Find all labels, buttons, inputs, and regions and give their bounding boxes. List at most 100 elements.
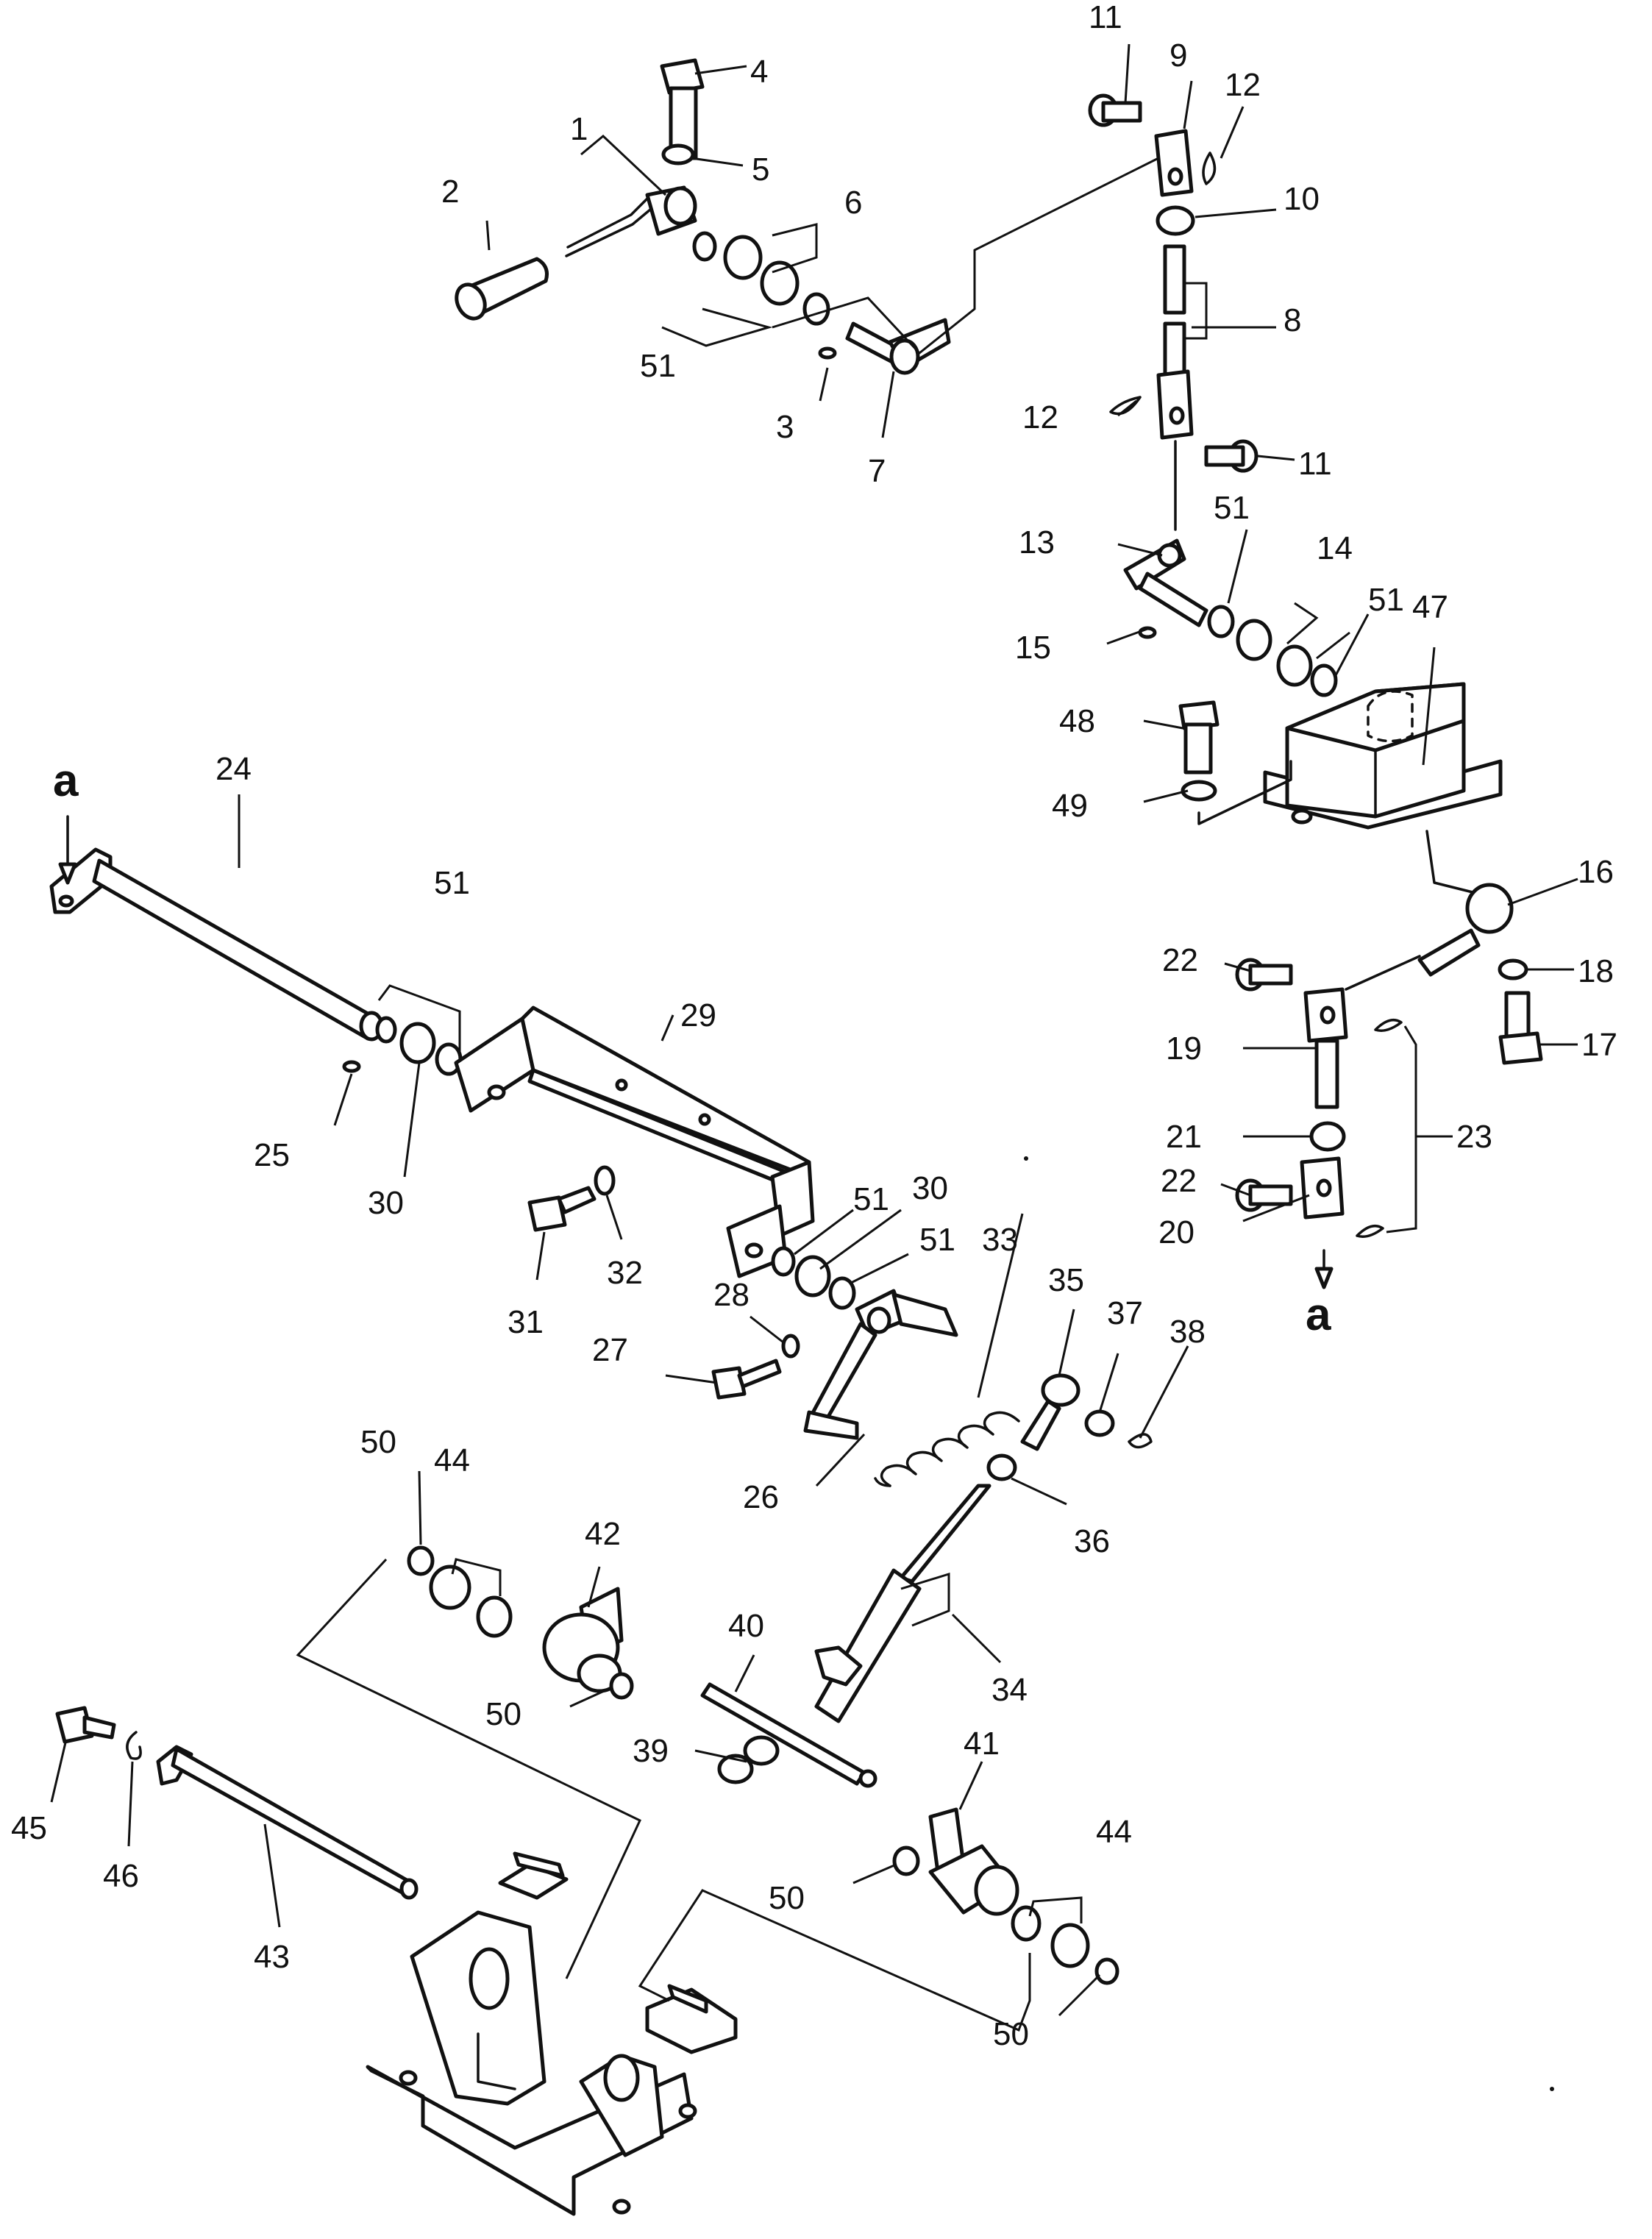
- part-4-bolt: [660, 58, 705, 160]
- callout-36: 36: [1074, 1523, 1110, 1559]
- part-24-shaft: [49, 847, 384, 1042]
- part-6-bushings: [692, 231, 830, 326]
- part-50-collar-1: [407, 1545, 435, 1576]
- callout-51-b: 51: [1214, 490, 1250, 526]
- callout-50-4: 50: [993, 2016, 1029, 2052]
- callout-23: 23: [1456, 1119, 1492, 1155]
- part-40-shaft: [700, 1682, 877, 1788]
- part-18-washer: [1498, 958, 1528, 980]
- part-12-cotter-pin-top: [1202, 152, 1217, 185]
- part-17-bolt: [1498, 991, 1543, 1065]
- part-45-bolt: [55, 1706, 116, 1744]
- part-22-pin-upper: [1235, 958, 1293, 992]
- part-41-lever: [928, 1807, 1019, 1916]
- callout-40: 40: [728, 1608, 764, 1644]
- callout-11-mid: 11: [1298, 446, 1332, 482]
- part-42-lever: [542, 1587, 624, 1693]
- callout-22-lower: 22: [1161, 1163, 1197, 1199]
- callout-46: 46: [103, 1858, 139, 1894]
- callout-44-left: 44: [434, 1442, 470, 1478]
- callout-32: 32: [607, 1255, 643, 1291]
- part-7-shaft-lever: [845, 318, 951, 375]
- part-39-nuts: [717, 1735, 780, 1784]
- part-50-collar-4: [1094, 1957, 1119, 1985]
- part-14-bushings: [1207, 605, 1338, 697]
- part-23-cotter-pins: [1356, 1018, 1417, 1238]
- part-16-lever: [1417, 883, 1514, 977]
- part-9-clevis: [1154, 129, 1194, 197]
- callout-51-a: 51: [640, 348, 676, 384]
- part-8-rod: [1156, 244, 1194, 440]
- part-33-spring: [874, 1411, 1020, 1487]
- callout-51-d: 51: [434, 865, 470, 901]
- callout-8: 8: [1283, 302, 1301, 338]
- callout-22-upper: 22: [1162, 942, 1198, 978]
- callout-1: 1: [570, 111, 588, 147]
- part-32-washer: [594, 1165, 616, 1196]
- part-35-rod-end: [1020, 1373, 1080, 1451]
- callout-30-left: 30: [368, 1185, 404, 1221]
- callout-17: 17: [1581, 1027, 1617, 1063]
- callout-34: 34: [991, 1672, 1028, 1708]
- leader-lines: [50, 43, 1578, 2017]
- callout-6: 6: [844, 185, 862, 221]
- callout-14: 14: [1317, 530, 1353, 566]
- assembly-outlines: [296, 157, 1159, 2032]
- callout-44-right: 44: [1096, 1814, 1132, 1850]
- callout-2: 2: [441, 174, 459, 210]
- scan-speck: [1550, 2087, 1554, 2091]
- callout-13: 13: [1019, 524, 1055, 560]
- callout-10: 10: [1283, 181, 1320, 217]
- callout-49: 49: [1052, 788, 1088, 824]
- callout-24: 24: [216, 751, 252, 787]
- callout-48: 48: [1059, 703, 1095, 739]
- part-25-pin: [342, 1060, 361, 1073]
- scan-speck: [1024, 1156, 1028, 1161]
- callout-28: 28: [713, 1277, 750, 1313]
- callout-43: 43: [254, 1939, 290, 1975]
- callout-51-f: 51: [919, 1222, 955, 1258]
- callout-19: 19: [1166, 1030, 1202, 1067]
- part-47-housing: [1263, 682, 1503, 830]
- base-bracket: [366, 1851, 738, 2216]
- callout-50-2: 50: [485, 1696, 521, 1732]
- callout-51-c: 51: [1368, 582, 1404, 618]
- view-marker-a-left: a: [53, 755, 79, 806]
- callout-7: 7: [868, 453, 886, 489]
- part-34-rod: [814, 1484, 991, 1723]
- callout-4: 4: [750, 54, 768, 90]
- callout-30-right: 30: [912, 1170, 948, 1206]
- part-29-bracket: [454, 1005, 815, 1278]
- part-20-clevis: [1300, 1156, 1345, 1220]
- callout-15: 15: [1015, 630, 1051, 666]
- callout-27: 27: [592, 1332, 628, 1368]
- callout-50-1: 50: [360, 1424, 396, 1460]
- callout-11-top: 11: [1089, 0, 1122, 35]
- callout-37: 37: [1107, 1295, 1143, 1331]
- part-19-clevis-rod: [1303, 987, 1348, 1109]
- part-46-snap-ring: [126, 1731, 142, 1760]
- callout-38: 38: [1169, 1314, 1206, 1350]
- callout-51-e: 51: [853, 1181, 889, 1217]
- part-1-lever: [565, 185, 697, 257]
- part-43-shaft: [156, 1745, 419, 1900]
- part-5-washer: [661, 143, 695, 165]
- part-10-nut: [1156, 205, 1195, 236]
- part-13-shaft-lever: [1123, 538, 1208, 627]
- callout-12-mid: 12: [1022, 399, 1058, 435]
- callout-21: 21: [1166, 1119, 1202, 1155]
- part-30-bushing-left: [375, 1016, 463, 1076]
- part-36-nut: [986, 1453, 1017, 1481]
- part-50-collar-3: [892, 1845, 920, 1876]
- part-3-pin: [818, 346, 837, 360]
- callout-20: 20: [1158, 1214, 1195, 1250]
- part-28-washer: [781, 1334, 800, 1359]
- part-27-bolt: [711, 1359, 782, 1400]
- callout-29: 29: [680, 997, 716, 1033]
- callout-33: 33: [982, 1222, 1018, 1258]
- arrow-a-left: [58, 862, 77, 885]
- callout-42: 42: [585, 1516, 621, 1552]
- arrow-a-right: [1314, 1267, 1334, 1289]
- part-11-pin-mid: [1204, 439, 1258, 473]
